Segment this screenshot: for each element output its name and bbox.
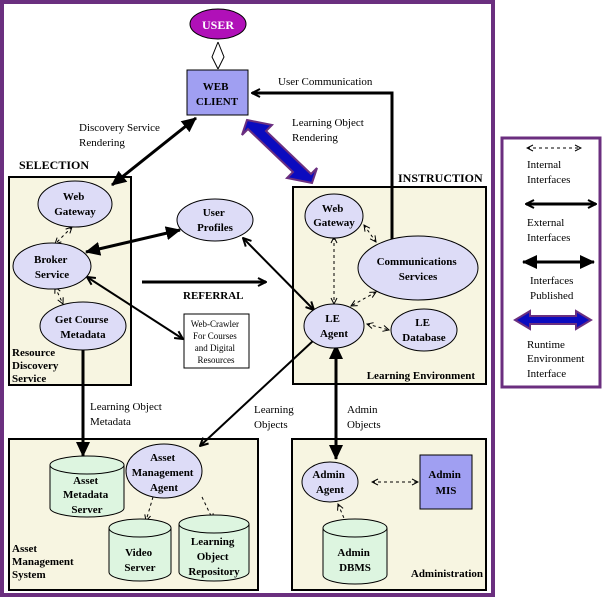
- svg-text:Asset Metadata Ser: Asset Metadata Server: [63, 475, 111, 516]
- node-user-profiles: User Profiles: [176, 198, 254, 242]
- node-communications-services: Communications Services: [357, 235, 479, 301]
- label-admin-objects: Admin Objects: [347, 404, 381, 431]
- svg-text:Admin Agent: Admin Agent: [312, 469, 347, 496]
- svg-text:WEB CLIENT: WEB CLIENT: [196, 81, 239, 108]
- node-asset-metadata-server: Asset Metadata Server: [49, 455, 125, 518]
- legend-internal: Internal Interfaces: [527, 148, 581, 186]
- node-admin-mis: Admin MIS: [419, 454, 473, 510]
- edge-comm-leagent: [351, 292, 376, 306]
- node-video-server: Video Server: [108, 518, 172, 582]
- edge-adminagent-dbms: [338, 504, 349, 530]
- node-asset-management-agent: Asset Management Agent: [125, 443, 203, 499]
- svg-text:Web Gateway: Web Gateway: [54, 191, 96, 218]
- node-instruction-web-gateway: Web Gateway: [304, 193, 364, 239]
- svg-text:Web-Crawler For Courses: Web-Crawler For Courses and Digital Reso…: [191, 319, 242, 365]
- node-get-course-metadata: Get Course Metadata: [39, 301, 127, 351]
- edge-ama-video: [146, 496, 154, 521]
- svg-text:LE Agent: LE Agent: [320, 313, 348, 340]
- node-broker-service: Broker Service: [12, 242, 92, 290]
- label-lo-metadata: Learning Object Metadata: [90, 401, 165, 428]
- svg-text:Broker Service: Broker Service: [34, 254, 70, 281]
- svg-text:Communications Services: Communications Services: [377, 256, 460, 283]
- svg-text:Runtime Environment: Runtime Environment Interface: [527, 339, 587, 380]
- edge-profiles-leagent: [243, 238, 314, 310]
- svg-text:Admin MIS: Admin MIS: [428, 469, 463, 497]
- legend-published: Interfaces Published: [522, 255, 595, 302]
- edge-broker-profiles: [85, 226, 181, 256]
- section-asset-management: Asset Management System: [12, 543, 76, 581]
- svg-text:USER: USER: [202, 18, 234, 32]
- svg-text:Web Gateway: Web Gateway: [313, 203, 355, 229]
- node-web-client: WEB CLIENT: [186, 69, 249, 116]
- section-instruction: INSTRUCTION: [398, 171, 483, 185]
- svg-text:Internal Interfaces: Internal Interfaces: [527, 159, 570, 186]
- edge-gw-broker: [55, 227, 72, 244]
- label-learning-objects: Learning Objects: [254, 404, 296, 431]
- edge-user-webclient: [211, 41, 225, 70]
- edge-lo-rendering: [241, 118, 318, 185]
- section-selection: SELECTION: [19, 158, 89, 172]
- svg-text:Admin DBMS: Admin DBMS: [337, 547, 372, 574]
- svg-text:Asset Management A: Asset Management Agent: [132, 452, 196, 494]
- node-admin-agent: Admin Agent: [301, 461, 359, 503]
- legend: Internal Interfaces External Interfaces …: [513, 148, 596, 380]
- edge-leagent-ledb: [367, 324, 389, 330]
- svg-text:Interfaces Published: Interfaces Published: [530, 275, 576, 302]
- internal-edges: [55, 225, 418, 530]
- edge-discovery-rendering: [111, 116, 197, 187]
- svg-text:User Profiles: User Profiles: [197, 207, 234, 234]
- edge-ama-lor: [201, 496, 213, 520]
- svg-text:LE Database: LE Database: [402, 317, 446, 344]
- label-user-communication: User Communication: [278, 76, 373, 88]
- section-learning-environment: Learning Environment: [367, 370, 476, 382]
- node-selection-web-gateway: Web Gateway: [37, 180, 113, 228]
- edge-learning-objects: [200, 339, 315, 446]
- label-discovery-rendering: Discovery Service Rendering: [79, 122, 163, 149]
- node-admin-dbms: Admin DBMS: [322, 518, 388, 585]
- node-learning-object-repository: Learning Object Repository: [178, 514, 250, 582]
- svg-text:External Interfaces: External Interfaces: [527, 217, 570, 244]
- node-user: USER: [189, 8, 247, 40]
- node-le-agent: LE Agent: [303, 303, 365, 349]
- label-referral: REFERRAL: [183, 290, 244, 302]
- svg-text:Get Course Metadata: Get Course Metadata: [55, 314, 111, 341]
- label-lo-rendering: Learning Object Rendering: [292, 117, 367, 144]
- svg-text:Learning Object Re: Learning Object Repository: [188, 536, 240, 578]
- legend-external: External Interfaces: [526, 204, 596, 244]
- node-web-crawler: Web-Crawler For Courses and Digital Reso…: [183, 313, 250, 369]
- legend-runtime: Runtime Environment Interface: [513, 309, 593, 380]
- node-le-database: LE Database: [390, 308, 458, 352]
- section-resource-discovery: Resource Discovery Service: [12, 347, 61, 385]
- edge-broker-crawler: [87, 277, 183, 339]
- svg-text:Video Server: Video Server: [124, 547, 155, 574]
- section-administration: Administration: [411, 568, 483, 580]
- edge-user-communication: [252, 93, 392, 256]
